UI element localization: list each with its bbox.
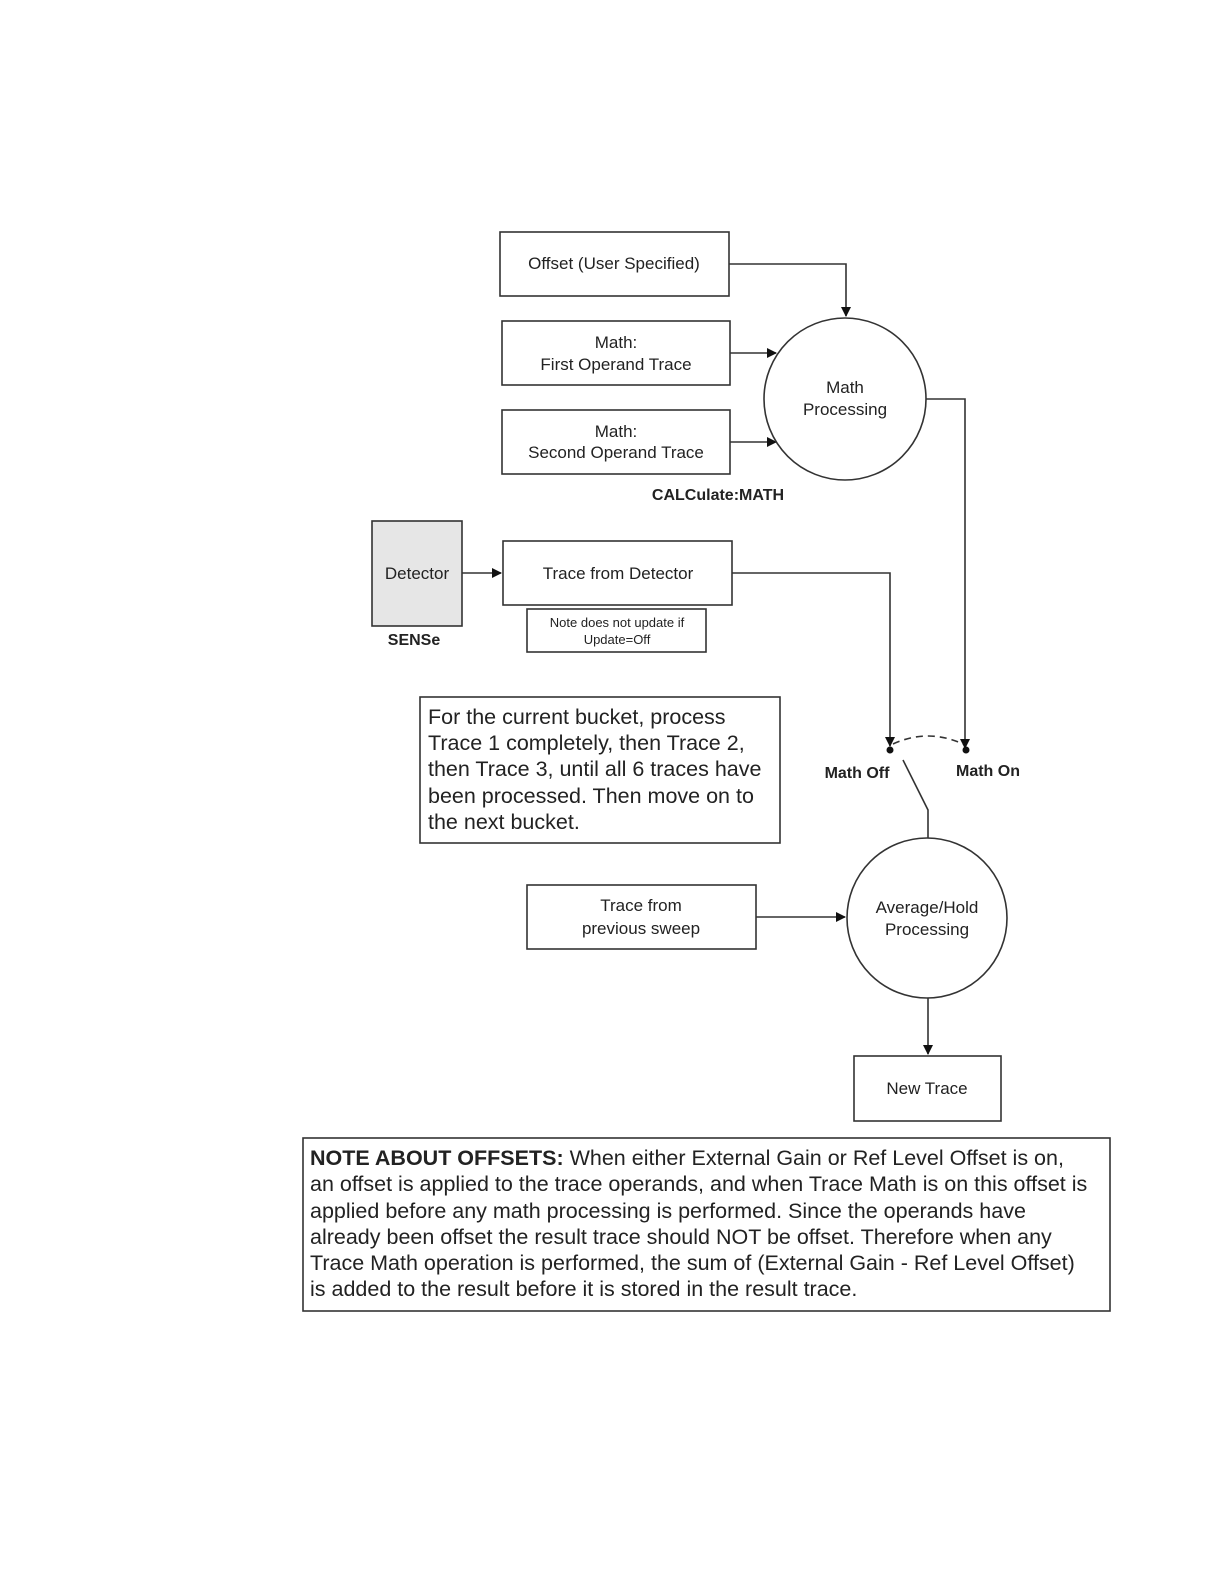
- math-first-operand-box: Math: First Operand Trace: [501, 320, 731, 386]
- svg-text:Offset (User Specified): Offset (User Specified): [528, 254, 700, 273]
- update-note-box: Note does not update if Update=Off: [526, 608, 707, 653]
- svg-text:Trace 1 completely, then Trace: Trace 1 completely, then Trace 2,: [428, 731, 745, 755]
- average-hold-circle: Average/Hold Processing: [846, 837, 1008, 999]
- math-second-operand-box: Math: Second Operand Trace: [501, 409, 731, 475]
- math-on-label: Math On: [956, 763, 1020, 780]
- svg-text:Average/Hold: Average/Hold: [876, 898, 979, 917]
- svg-text:New Trace: New Trace: [886, 1079, 967, 1098]
- svg-text:the next bucket.: the next bucket.: [428, 810, 580, 834]
- sense-label: SENSe: [388, 632, 441, 649]
- detector-to-switch-arrow: [732, 572, 895, 747]
- svg-text:Trace from: Trace from: [600, 896, 682, 915]
- previous-sweep-box: Trace from previous sweep: [526, 884, 757, 950]
- switch-lever: [902, 759, 929, 838]
- bucket-note-box: For the current bucket, process Trace 1 …: [419, 696, 781, 844]
- svg-text:Update=Off: Update=Off: [584, 632, 651, 647]
- svg-text:Math:: Math:: [595, 422, 638, 441]
- svg-text:an offset is applied to the tr: an offset is applied to the trace operan…: [310, 1172, 1087, 1196]
- svg-text:First Operand Trace: First Operand Trace: [540, 355, 691, 374]
- detector-box: Detector: [371, 520, 463, 627]
- math-processing-circle: Math Processing: [763, 317, 927, 481]
- svg-text:Detector: Detector: [385, 564, 450, 583]
- svg-text:Processing: Processing: [885, 920, 969, 939]
- math-on-contact: [962, 746, 970, 754]
- svg-text:NOTE ABOUT OFFSETS: When eithe: NOTE ABOUT OFFSETS: When either External…: [310, 1146, 1064, 1170]
- math-off-label: Math Off: [825, 765, 891, 782]
- offsets-note-box: NOTE ABOUT OFFSETS: When either External…: [302, 1137, 1111, 1312]
- calculate-math-label: CALCulate:MATH: [652, 487, 784, 504]
- offsets-note-heading: NOTE ABOUT OFFSETS:: [310, 1146, 564, 1170]
- new-trace-box: New Trace: [853, 1055, 1002, 1122]
- svg-text:been processed. Then move on: been processed. Then move on to: [428, 784, 754, 808]
- svg-text:For the current bucket, proces: For the current bucket, process: [428, 705, 726, 729]
- svg-text:Trace Math operation is perfor: Trace Math operation is performed, the s…: [310, 1251, 1075, 1275]
- svg-text:Trace from Detector: Trace from Detector: [543, 564, 694, 583]
- svg-text:Processing: Processing: [803, 400, 887, 419]
- svg-text:Math:: Math:: [595, 333, 638, 352]
- math-off-contact: [886, 746, 894, 754]
- svg-text:applied before any math proces: applied before any math processing is pe…: [310, 1199, 1026, 1223]
- svg-text:already been offset the result: already been offset the result trace sho…: [310, 1225, 1052, 1249]
- offset-to-math-arrow: [729, 263, 851, 317]
- svg-text:then Trace 3, until all 6 trac: then Trace 3, until all 6 traces have: [428, 757, 761, 781]
- math-to-switch-arrow: [926, 398, 970, 749]
- svg-text:Math: Math: [826, 378, 864, 397]
- svg-text:Second Operand Trace: Second Operand Trace: [528, 443, 704, 462]
- trace-from-detector-box: Trace from Detector: [502, 540, 733, 606]
- svg-text:is added to the result before: is added to the result before it is stor…: [310, 1277, 857, 1301]
- svg-text:previous sweep: previous sweep: [582, 919, 700, 938]
- switch-arc: [892, 735, 964, 745]
- svg-text:Note does not update if: Note does not update if: [550, 615, 685, 630]
- offset-box: Offset (User Specified): [499, 231, 730, 297]
